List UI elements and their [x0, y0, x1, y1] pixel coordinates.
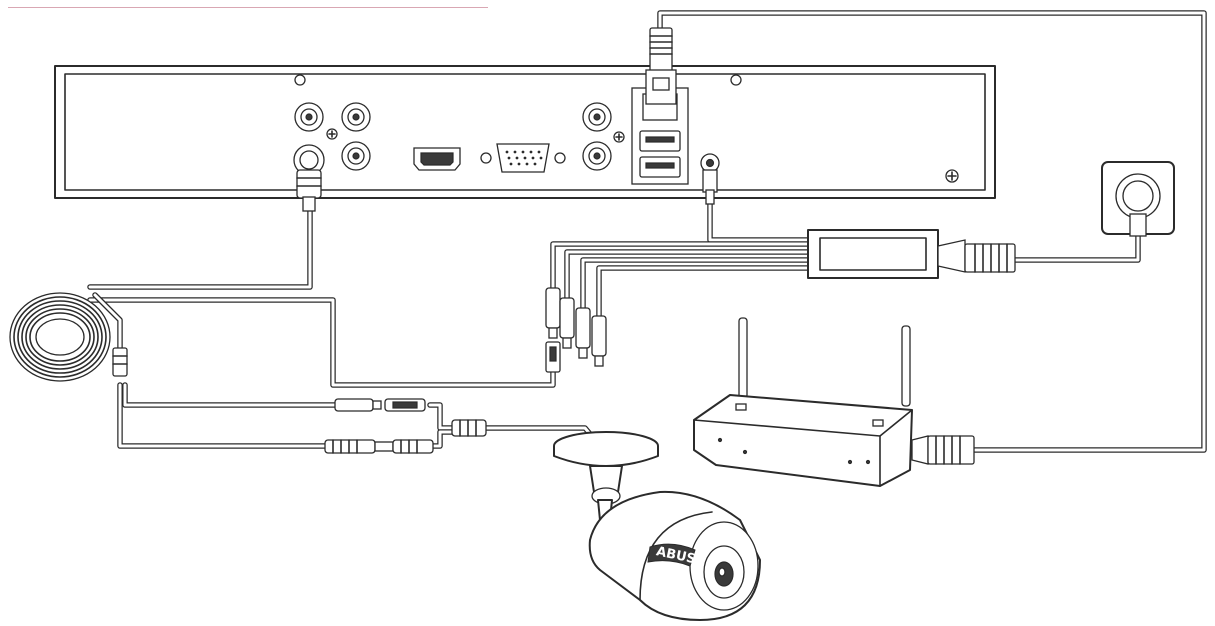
bnc-video-cable	[87, 207, 313, 290]
screw	[294, 74, 306, 86]
cables	[87, 10, 1207, 453]
hdmi-port	[413, 147, 461, 171]
screw	[730, 74, 742, 86]
ground-screw-icon	[326, 128, 338, 140]
dc-power-lead	[707, 197, 813, 243]
usb-port	[639, 130, 681, 178]
dvr-recorder	[54, 27, 996, 212]
screw	[945, 169, 959, 183]
rca-plug	[545, 287, 607, 373]
adapter-fanout-leads	[550, 241, 813, 321]
rca-jack	[294, 102, 371, 171]
wall-power-socket	[1101, 161, 1175, 237]
mains-cable	[1012, 227, 1141, 263]
brand-logo: ABUS	[647, 543, 697, 567]
ethernet-cable-dvr-to-router	[657, 10, 1207, 453]
dc-power-jack	[700, 153, 720, 205]
dc-plug-pair	[324, 439, 434, 454]
coil-tail	[92, 292, 123, 353]
accent-rule	[8, 7, 488, 8]
ethernet-plug-router	[911, 435, 975, 465]
camera-leads	[117, 382, 598, 449]
power-adapter	[807, 229, 1016, 279]
coax-cable-to-rca	[87, 297, 556, 388]
bnc-connector	[293, 144, 325, 212]
bullet-camera: ABUS	[553, 431, 761, 621]
camera-connectors	[324, 398, 487, 454]
ethernet-plug-dvr	[645, 27, 677, 105]
rca-jack	[582, 102, 625, 171]
cable-coil	[9, 292, 128, 382]
rca-plug	[334, 398, 426, 412]
camera-junction-connector	[451, 419, 487, 437]
vga-port	[480, 143, 566, 173]
network-router	[693, 317, 975, 487]
